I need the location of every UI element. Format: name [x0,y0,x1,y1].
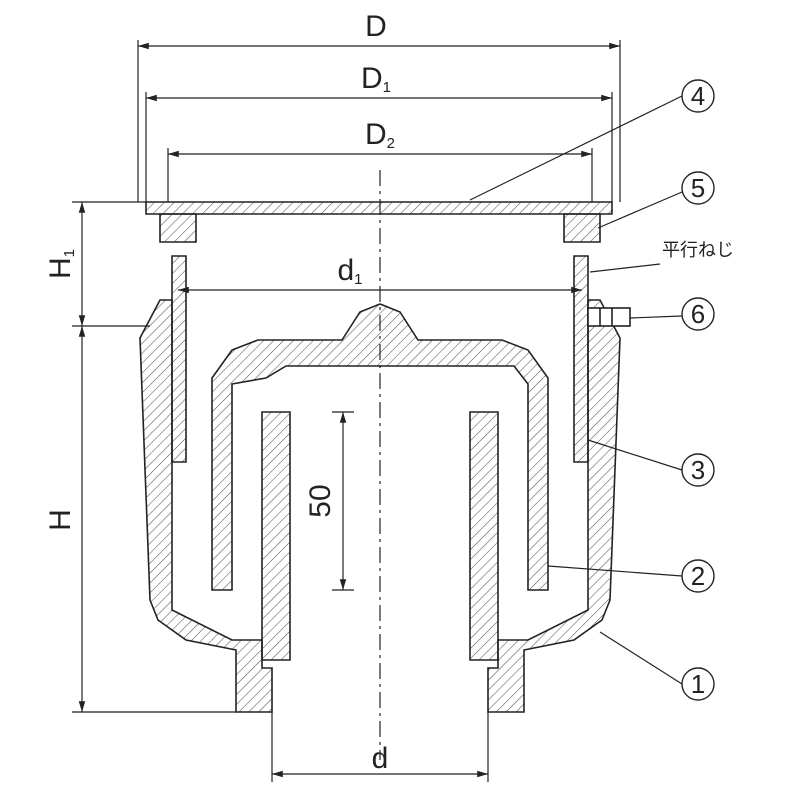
bolt-part-6 [587,307,631,327]
dimension-label-d: d [372,742,389,775]
dimension-label-depth: 50 [304,484,337,517]
dimension-label-H: H [44,509,77,531]
thread-note: 平行ねじ [662,240,734,261]
leader-lines [469,95,683,685]
svg-text:5: 5 [691,173,705,203]
svg-text:3: 3 [691,455,705,485]
callout-3: 3 [681,453,715,487]
dimension-label-H1: H1 [44,249,78,279]
callout-6: 6 [681,297,715,331]
svg-text:6: 6 [691,299,705,329]
dimension-lines [72,40,621,782]
dimension-label-D: D [365,10,387,43]
callout-5: 5 [681,171,715,205]
bell-trap-part-2 [211,303,549,591]
callout-1: 1 [681,667,715,701]
callout-2: 2 [681,559,715,593]
ring-part-5 [159,213,601,243]
dimension-label-D1: D1 [361,62,391,96]
inner-pipe [261,411,499,661]
dimension-label-D2: D2 [365,118,395,152]
grate-part-4 [145,201,613,215]
tube-part-3 [171,255,589,463]
svg-text:1: 1 [691,669,705,699]
callout-4: 4 [681,79,715,113]
svg-text:4: 4 [691,81,705,111]
body-part-1 [139,299,621,713]
dimension-label-d1: d1 [337,254,362,288]
svg-text:2: 2 [691,561,705,591]
